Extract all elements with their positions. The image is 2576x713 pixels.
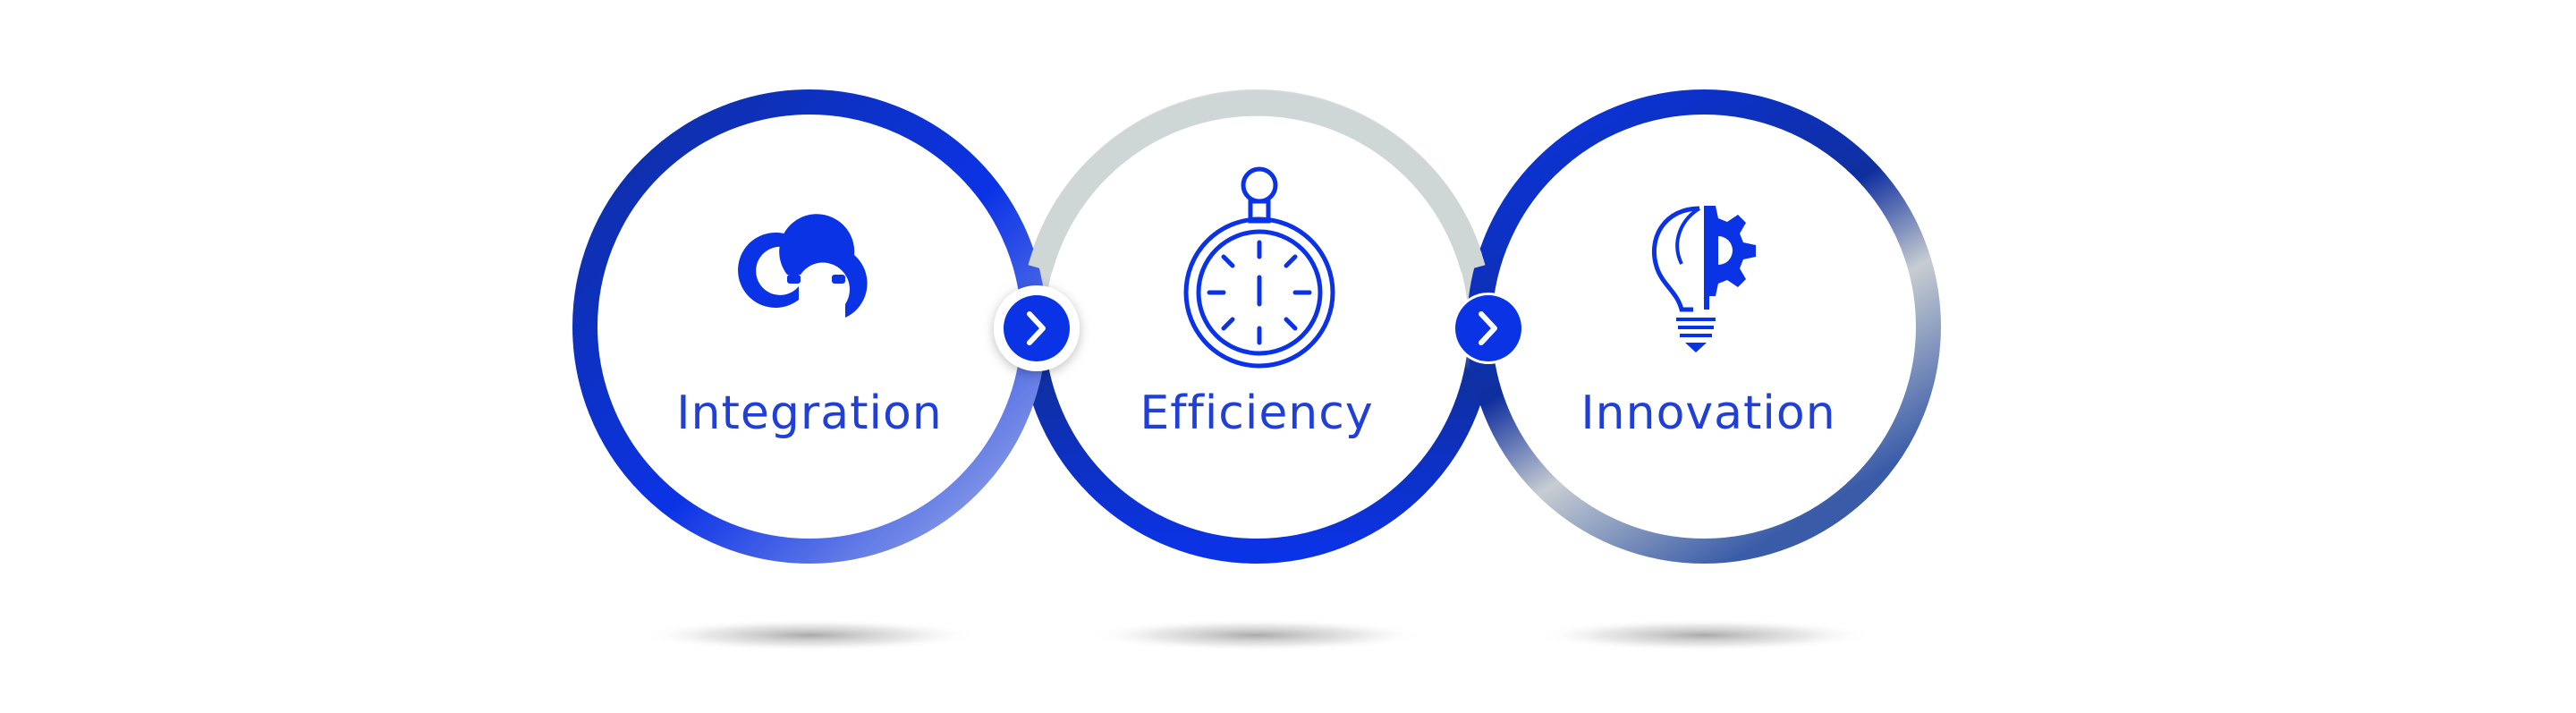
step-label-innovation: Innovation (1580, 386, 1836, 440)
efficiency-ring-upper-arc (1028, 90, 1486, 272)
chevron-right-icon (1479, 311, 1497, 345)
stopwatch-icon (1183, 166, 1335, 369)
lightbulb-gear-icon (1651, 206, 1756, 352)
chevron-right-icon (1027, 311, 1046, 345)
link-icon (738, 214, 868, 318)
floor-shadow (1087, 619, 1427, 651)
step-label-integration: Integration (676, 386, 943, 440)
step-label-efficiency: Efficiency (1140, 386, 1374, 440)
floor-shadow (640, 619, 979, 651)
step-integration-ring (572, 89, 1046, 564)
next-step-button-1[interactable] (994, 285, 1080, 371)
floor-shadow (1534, 619, 1874, 651)
next-step-button-2[interactable] (1453, 293, 1524, 364)
